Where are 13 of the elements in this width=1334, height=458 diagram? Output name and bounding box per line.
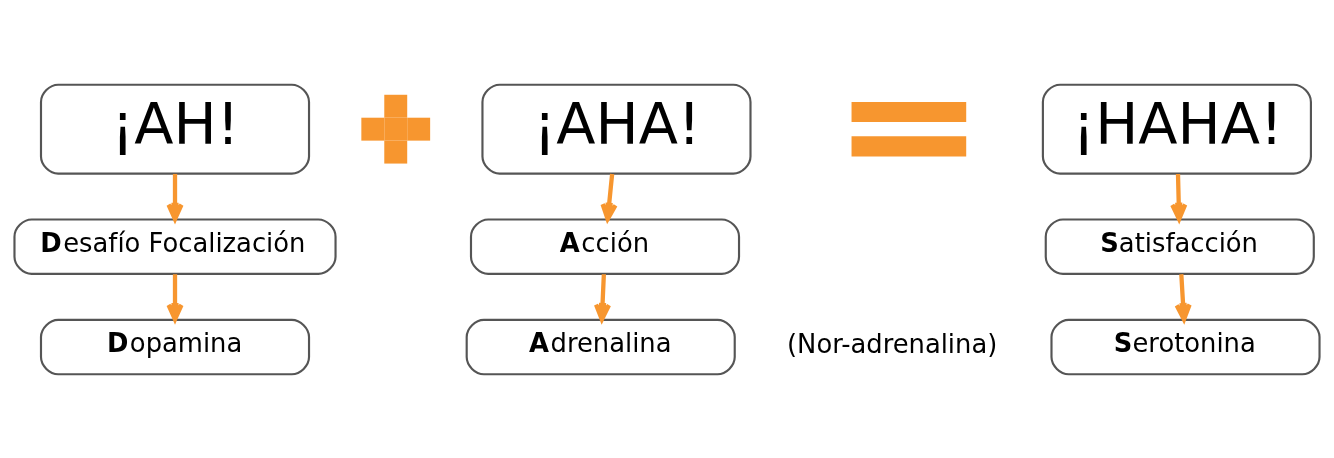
arrow [1174, 273, 1192, 322]
arrow [166, 273, 184, 322]
node-box: ¡AH! [39, 83, 311, 175]
node-box: ¡HAHA! [1041, 83, 1312, 175]
node-box: Desafío Focalización [13, 217, 337, 275]
node-box: ¡AHA! [481, 83, 752, 175]
node-box: Dopamina [39, 318, 311, 375]
node-box: Adrenalina [465, 318, 736, 375]
node-label: (Nor-adrenalina) [787, 328, 998, 359]
node-box: Satisfacción [1044, 217, 1315, 275]
node-box: Acción [469, 217, 741, 275]
arrow [593, 273, 612, 322]
node-box: Serotonina [1050, 318, 1321, 375]
